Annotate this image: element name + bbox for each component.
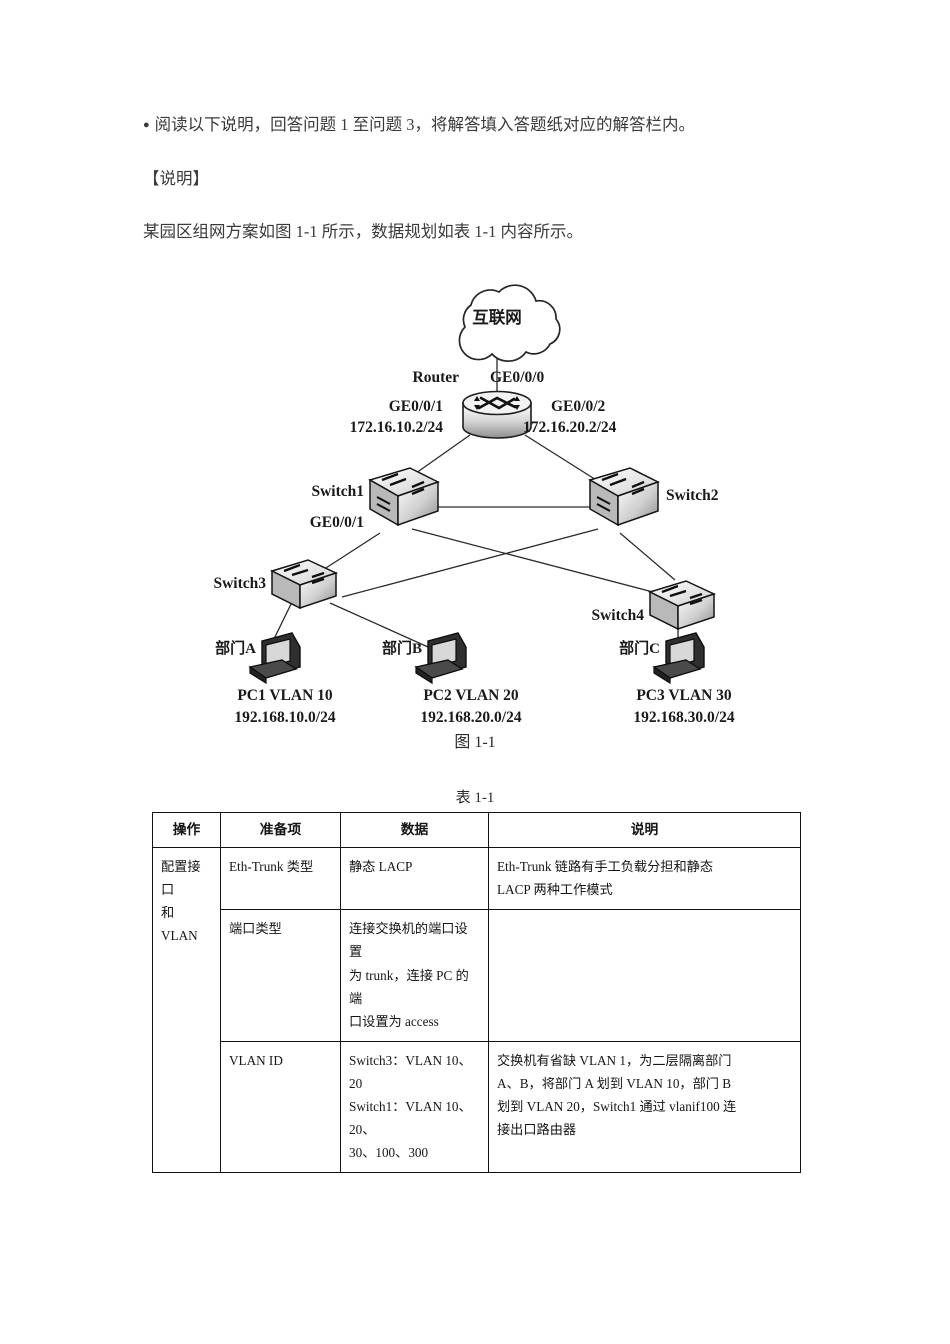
pc3-line2-label: 192.168.30.0/24	[633, 709, 734, 726]
switch3-label: Switch3	[213, 575, 266, 592]
body-text: 某园区组网方案如图 1-1 所示，数据规划如表 1-1 内容所示。	[143, 222, 583, 242]
router-port-up-label: GE0/0/0	[490, 369, 545, 386]
description-line: 交换机有省缺 VLAN 1，为二层隔离部门	[497, 1052, 732, 1068]
switch2-icon	[588, 467, 660, 527]
preparation-cell: 端口类型	[220, 909, 341, 1042]
table-header-description: 说明	[488, 811, 801, 849]
switch4-icon	[647, 580, 717, 631]
description-cell	[488, 909, 801, 1042]
operation-cell: 配置接口 和 VLAN	[152, 847, 221, 1174]
table-row: VLAN ID Switch3：VLAN 10、20 Switch1：VLAN …	[153, 1040, 801, 1174]
operation-line-2: 和 VLAN	[161, 905, 198, 944]
pc3-dept-label: 部门C	[619, 639, 660, 657]
pc2-dept-label: 部门B	[382, 639, 422, 657]
link-switch2-switch3	[341, 528, 599, 598]
pc3-line1-label: PC3 VLAN 30	[636, 687, 732, 704]
description-line: 接出口路由器	[497, 1122, 577, 1138]
data-line: 30、100、300	[349, 1145, 429, 1161]
pc1-line1-label: PC1 VLAN 10	[237, 687, 333, 704]
pc3-icon	[652, 632, 705, 685]
cloud-label: 互联网	[472, 308, 522, 327]
switch1-icon	[368, 467, 440, 527]
table-header-preparation: 准备项	[220, 811, 341, 849]
data-line: Switch1：VLAN 10、20、	[349, 1098, 472, 1138]
data-plan-table: 操作 准备项 数据 说明 配置接口 和 VLAN Eth-Trunk 类型 静态…	[152, 811, 801, 1174]
router-ip-left-label: 172.16.10.2/24	[350, 419, 444, 436]
router-ip-right-label: 172.16.20.2/24	[523, 419, 617, 436]
data-line: 口设置为 access	[349, 1013, 439, 1029]
link-switch1-switch4	[411, 528, 673, 598]
table-caption: 表 1-1	[455, 790, 495, 806]
data-line: Switch3：VLAN 10、20	[349, 1052, 472, 1091]
table-header-data: 数据	[340, 811, 489, 849]
switch4-label: Switch4	[591, 607, 644, 624]
pc1-dept-label: 部门A	[215, 639, 256, 657]
preparation-cell: Eth-Trunk 类型	[220, 847, 341, 911]
figure-caption: 图 1-1	[454, 734, 496, 751]
router-port-left-label: GE0/0/1	[389, 398, 443, 415]
data-cell: 连接交换机的端口设置 为 trunk，连接 PC 的端 口设置为 access	[340, 909, 489, 1042]
data-line: 静态 LACP	[349, 859, 413, 875]
link-switch3-pc2	[329, 602, 429, 648]
data-cell: 静态 LACP	[340, 847, 489, 911]
pc1-line2-label: 192.168.10.0/24	[234, 709, 335, 726]
description-cell: Eth-Trunk 链路有手工负载分担和静态 LACP 两种工作模式	[488, 847, 801, 911]
switch3-icon	[269, 559, 339, 610]
table-row: 配置接口 和 VLAN Eth-Trunk 类型 静态 LACP Eth-Tru…	[152, 847, 801, 1174]
switch1-port-label: GE0/0/1	[310, 514, 364, 531]
description-cell: 交换机有省缺 VLAN 1，为二层隔离部门 A、B，将部门 A 划到 VLAN …	[488, 1040, 801, 1174]
router-icon	[462, 390, 532, 439]
link-switch3-pc1	[271, 599, 294, 644]
operation-line-1: 配置接口	[161, 859, 201, 898]
data-cell: Switch3：VLAN 10、20 Switch1：VLAN 10、20、 3…	[340, 1040, 489, 1174]
internet-cloud-icon	[458, 284, 561, 362]
description-line: LACP 两种工作模式	[497, 882, 613, 898]
pc2-icon	[414, 632, 467, 685]
router-port-right-label: GE0/0/2	[551, 398, 606, 415]
preparation-cell: VLAN ID	[220, 1040, 341, 1174]
router-name-label: Router	[413, 369, 460, 386]
switch2-label: Switch2	[666, 487, 719, 504]
pc1-icon	[248, 632, 301, 685]
pc2-line1-label: PC2 VLAN 20	[423, 687, 519, 704]
switch1-label: Switch1	[311, 483, 364, 500]
topology-links	[271, 350, 679, 648]
description-line: A、B，将部门 A 划到 VLAN 10，部门 B	[497, 1075, 732, 1091]
table-header-row: 操作 准备项 数据 说明	[152, 811, 801, 849]
table-header-operation: 操作	[152, 811, 221, 849]
network-topology-figure: 互联网 Router GE0/0/0 GE0/0/1 172.16.10.2/2…	[0, 275, 950, 775]
pc2-line2-label: 192.168.20.0/24	[420, 709, 521, 726]
data-line: 为 trunk，连接 PC 的端	[349, 967, 469, 1006]
intro-text-block: 阅读以下说明，回答问题 1 至问题 3，将解答填入答题纸对应的解答栏内。 【说明…	[143, 112, 823, 273]
description-line: Eth-Trunk 链路有手工负载分担和静态	[497, 859, 714, 875]
table-row: 端口类型 连接交换机的端口设置 为 trunk，连接 PC 的端 口设置为 ac…	[153, 909, 801, 1042]
description-line: 划到 VLAN 20，Switch1 通过 vlanif100 连	[497, 1098, 737, 1114]
section-label: 【说明】	[143, 168, 209, 188]
data-line: 连接交换机的端口设置	[349, 921, 468, 960]
link-switch2-switch4	[619, 532, 676, 581]
intro-bullet-line: 阅读以下说明，回答问题 1 至问题 3，将解答填入答题纸对应的解答栏内。	[143, 112, 823, 138]
